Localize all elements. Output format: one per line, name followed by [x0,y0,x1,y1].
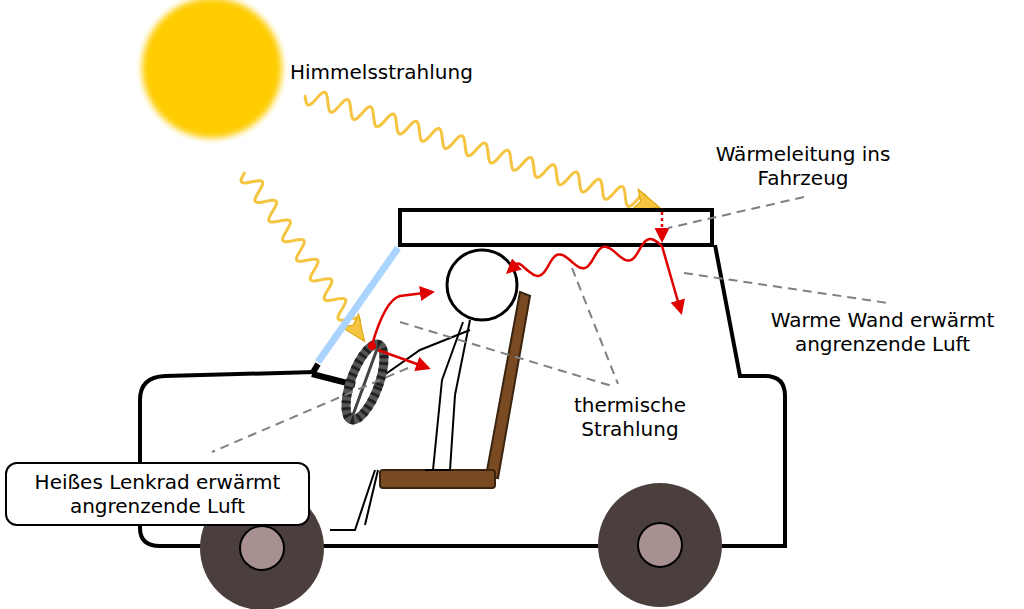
rear-wheel [598,483,722,607]
callout-text: Heißes Lenkrad erwärmt angrenzende Luft [17,470,298,518]
radiation-wave [305,92,652,206]
windshield [318,248,398,362]
callout-box: Heißes Lenkrad erwärmt angrenzende Luft [5,462,310,526]
annotation-label: Wärmeleitung ins Fahrzeug [703,142,903,190]
car-roof [400,210,712,245]
annotation-label: Warme Wand erwärmt angrenzende Luft [745,308,1020,356]
annotation-label: Himmelsstrahlung [290,60,540,84]
radiation-wave [241,172,359,334]
person [330,250,517,530]
heat-arrows [372,212,681,368]
sun [142,0,282,138]
seat-cushion [380,470,495,488]
annotation-label: thermische Strahlung [545,393,715,441]
